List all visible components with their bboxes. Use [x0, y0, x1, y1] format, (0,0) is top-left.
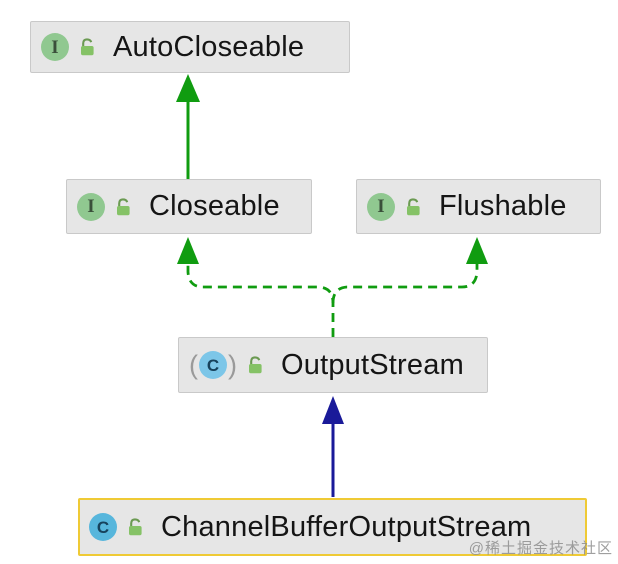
node-label: Closeable	[149, 190, 280, 222]
unlocked-padlock-icon	[129, 518, 142, 536]
unlocked-padlock-icon	[81, 38, 94, 56]
node-icons: I	[367, 192, 424, 221]
watermark: @稀土掘金技术社区	[468, 540, 613, 557]
node-icons: C	[89, 513, 146, 541]
node-closeable[interactable]: I Closeable	[66, 179, 312, 234]
class-icon: C	[89, 513, 117, 541]
unlocked-padlock-icon	[249, 356, 262, 374]
node-icons: ( C )	[189, 351, 266, 379]
node-icons: I	[41, 33, 98, 61]
abstract-paren-right: )	[228, 349, 237, 380]
node-icons: I	[77, 192, 134, 221]
interface-icon-letter: I	[87, 196, 95, 217]
abstract-class-icon: ( C )	[189, 351, 237, 379]
node-outputstream[interactable]: ( C ) OutputStream	[178, 337, 488, 393]
interface-icon-letter: I	[51, 36, 59, 58]
edge-channelbufferoutputstream-extends-outputstream	[322, 396, 344, 497]
class-icon: C	[199, 351, 227, 379]
node-flushable[interactable]: I Flushable	[356, 179, 601, 234]
interface-icon: I	[41, 33, 69, 61]
unlocked-padlock-icon	[117, 197, 130, 215]
node-label: OutputStream	[281, 348, 464, 381]
abstract-paren-left: (	[189, 349, 198, 380]
interface-icon: I	[367, 192, 395, 221]
edge-outputstream-implements-closeable	[177, 237, 335, 337]
class-icon-letter: C	[96, 517, 110, 537]
node-label: ChannelBufferOutputStream	[161, 510, 532, 543]
node-channelbufferoutputstream[interactable]: C ChannelBufferOutputStream	[78, 498, 587, 556]
edge-outputstream-implements-flushable	[331, 237, 488, 304]
class-icon-letter: C	[206, 355, 220, 375]
node-autocloseable[interactable]: I AutoCloseable	[30, 21, 350, 73]
node-label: Flushable	[439, 190, 567, 222]
interface-icon-letter: I	[377, 196, 385, 217]
node-label: AutoCloseable	[113, 30, 305, 63]
interface-icon: I	[77, 192, 105, 221]
edge-closeable-extends-autocloseable	[176, 74, 200, 179]
unlocked-padlock-icon	[407, 197, 420, 215]
